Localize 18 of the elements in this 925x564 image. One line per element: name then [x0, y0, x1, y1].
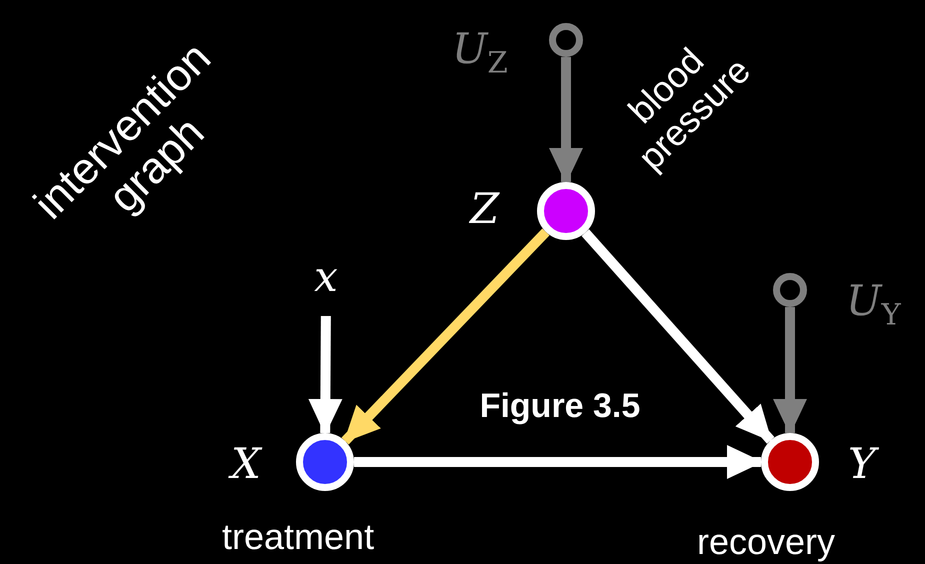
- arrow: [341, 228, 550, 445]
- variable-node-circle: [296, 433, 354, 491]
- variable-node-circle: [537, 182, 595, 240]
- arrow: [354, 445, 763, 479]
- noise-node-circle: [549, 23, 583, 57]
- variable-label: Z: [470, 188, 500, 230]
- noise-node-circle: [773, 273, 807, 307]
- arrow: [308, 316, 342, 435]
- node-caption: recovery: [697, 522, 836, 562]
- arrow: [582, 229, 774, 444]
- variable-node-circle: [761, 433, 819, 491]
- variable-label: U$_{Y}$: [846, 280, 901, 330]
- arrow: [549, 57, 583, 184]
- arrow: [773, 307, 807, 435]
- node-caption: treatment: [222, 517, 374, 557]
- figure-caption: Figure 3.5: [478, 388, 642, 426]
- variable-label: U$_{Z}$: [452, 28, 508, 78]
- variable-label: x: [309, 256, 343, 296]
